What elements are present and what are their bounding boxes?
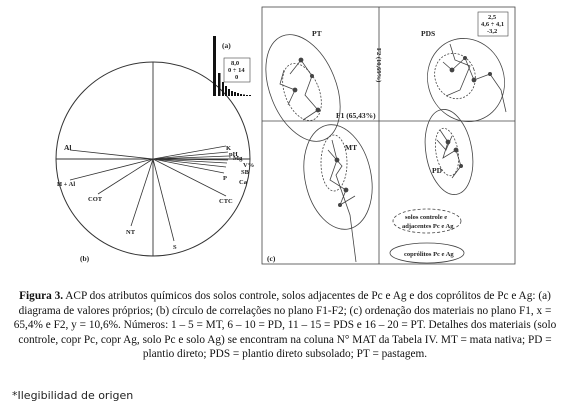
group-label-pt: PT bbox=[312, 29, 322, 38]
group-label-pd: PD bbox=[432, 166, 443, 175]
group-label-mt: MT bbox=[345, 143, 357, 152]
legend-line-2: adjacentes Pc e Ag bbox=[402, 223, 454, 230]
axis-f2-label: F2 (10,69%) bbox=[375, 48, 382, 82]
panel-b-correlation-circle: (b) Al K pH Mg Ca V% SB P H + Al COT CTC… bbox=[55, 61, 254, 263]
panel-c-ordination: F1 (65,43%) F2 (10,69%) (c) PT PDS bbox=[261, 6, 516, 265]
panel-a-eigenvalues: (a) 8,0 0 ÷ 14 0 bbox=[213, 36, 251, 96]
panel-c-inset-mid: 4,6 ÷ 4,1 bbox=[481, 21, 504, 28]
figure-3: (b) Al K pH Mg Ca V% SB P H + Al COT CTC… bbox=[55, 6, 516, 265]
group-pt bbox=[265, 34, 341, 142]
panel-c-inset-bottom: -3,2 bbox=[487, 28, 497, 35]
panel-c-legend: solos controle e adjacentes Pc e Ag copr… bbox=[389, 208, 465, 264]
var-label-p: P bbox=[223, 175, 227, 182]
axis-f1-label: F1 (65,43%) bbox=[336, 111, 376, 120]
panel-a-letter: (a) bbox=[222, 41, 231, 50]
var-label-sb: SB bbox=[241, 169, 250, 176]
var-label-nt: NT bbox=[126, 229, 136, 236]
figure-caption: Figura 3. ACP dos atributos químicos dos… bbox=[4, 289, 566, 362]
panel-b-letter: (b) bbox=[80, 254, 90, 263]
var-label-v: V% bbox=[243, 162, 254, 169]
var-label-al: Al bbox=[64, 143, 72, 152]
footnote: *Ilegibilidad de origen bbox=[12, 389, 134, 402]
legend-line-1: solos controle e bbox=[405, 214, 447, 221]
var-label-s: S bbox=[173, 244, 177, 251]
panel-a-inset-top: 8,0 bbox=[231, 60, 239, 67]
group-label-pds: PDS bbox=[421, 29, 435, 38]
var-label-mg: Mg bbox=[233, 155, 243, 162]
panel-a-inset-bottom: 0 bbox=[235, 74, 238, 81]
var-label-k: K bbox=[226, 145, 231, 152]
legend-line-3: coprólitos Pc e Ag bbox=[404, 251, 454, 258]
caption-text: ACP dos atributos químicos dos solos con… bbox=[13, 290, 557, 361]
caption-label: Figura 3. bbox=[19, 290, 64, 302]
panel-c-letter: (c) bbox=[267, 254, 276, 263]
var-label-ctc: CTC bbox=[219, 198, 233, 205]
var-label-ph: pH bbox=[229, 151, 238, 158]
panel-c-inset-top: 2,5 bbox=[488, 14, 497, 21]
var-label-h-al: H + Al bbox=[57, 181, 75, 188]
group-pds bbox=[427, 38, 507, 122]
group-mt bbox=[303, 124, 373, 263]
panel-a-inset-mid: 0 ÷ 14 bbox=[228, 67, 245, 74]
var-label-cot: COT bbox=[88, 196, 103, 203]
group-pd bbox=[424, 109, 474, 195]
var-label-ca: Ca bbox=[239, 179, 248, 186]
